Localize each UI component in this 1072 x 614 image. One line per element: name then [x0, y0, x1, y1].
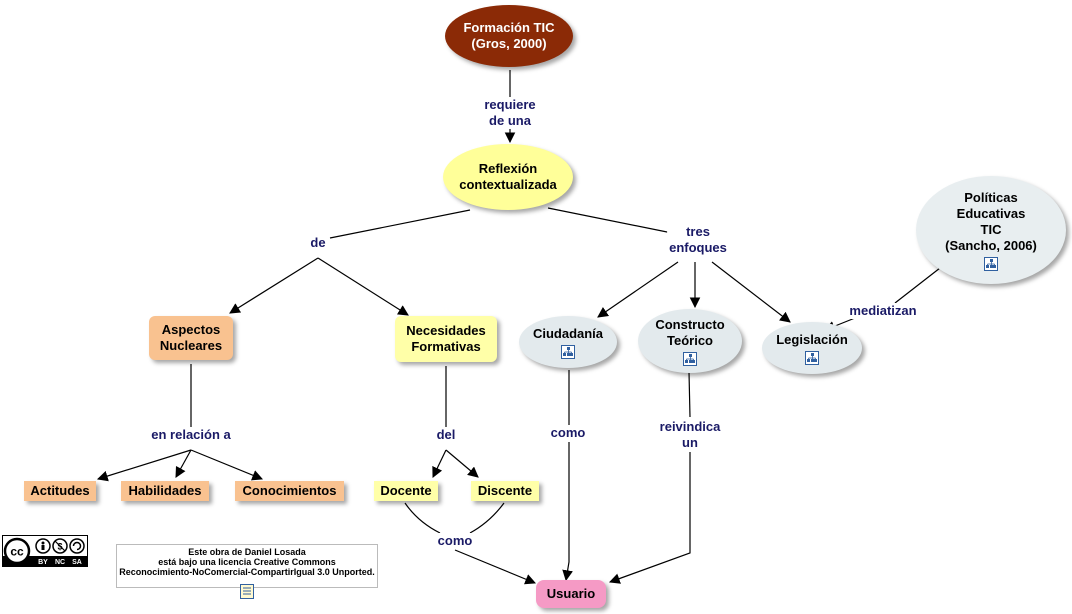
link-como-ciudadania: como: [548, 425, 588, 441]
ciudadania-line1: Ciudadanía: [532, 325, 604, 341]
line-docente-como: [404, 502, 441, 534]
docente-node[interactable]: Docente: [374, 481, 438, 501]
link-requiere: requiere de una: [482, 97, 538, 129]
line-reflexion-de: [329, 209, 471, 239]
politicas-node[interactable]: Políticas Educativas TIC (Sancho, 2006): [916, 176, 1066, 284]
line-enfoques-ciudadania: [597, 261, 679, 318]
license-line3: Reconocimiento-NoComercial-CompartirIgua…: [119, 567, 375, 577]
line-enfoques-legislacion: [711, 261, 791, 323]
line-reflexion-enfoques: [547, 207, 673, 234]
license-note: Este obra de Daniel Losada está bajo una…: [116, 544, 378, 588]
line-del-docente: [432, 449, 447, 478]
formacion-tic-node[interactable]: Formación TIC (Gros, 2000): [445, 5, 573, 67]
link-requiere-line1: requiere: [484, 97, 536, 112]
reflexion-line2: contextualizada: [459, 177, 557, 192]
link-de: de: [308, 235, 328, 251]
aspectos-line1: Aspectos: [161, 322, 221, 337]
line-relacion-conocimientos: [190, 449, 263, 481]
document-icon[interactable]: [240, 584, 254, 599]
line-constructo-reivindica: [688, 371, 691, 418]
link-del: del: [434, 427, 458, 443]
concept-map-icon[interactable]: [561, 344, 575, 359]
habilidades-node[interactable]: Habilidades: [121, 481, 209, 501]
politicas-line2: Educativas: [956, 205, 1026, 221]
conocimientos-node[interactable]: Conocimientos: [235, 481, 344, 501]
politicas-line1: Políticas: [964, 189, 1018, 205]
discente-node[interactable]: Discente: [471, 481, 539, 501]
line-del-discente: [445, 449, 479, 478]
concept-map-icon[interactable]: [805, 350, 819, 365]
line-de-necesidades: [317, 257, 409, 316]
formacion-line2: (Gros, 2000): [471, 36, 547, 51]
link-mediatizan: mediatizan: [847, 303, 919, 319]
politicas-line3: TIC: [980, 221, 1002, 237]
legislacion-node[interactable]: Legislación: [762, 322, 862, 374]
license-line1: Este obra de Daniel Losada: [188, 547, 306, 557]
link-reivindica: reivindica un: [657, 419, 723, 451]
concept-map-icon[interactable]: [683, 351, 697, 366]
link-requiere-line2: de una: [489, 113, 531, 128]
creative-commons-badge[interactable]: cc $ BY NC SA: [2, 535, 88, 567]
aspectos-node[interactable]: Aspectos Nucleares: [149, 316, 233, 360]
necesidades-node[interactable]: Necesidades Formativas: [395, 316, 497, 362]
ciudadania-node[interactable]: Ciudadanía: [519, 316, 617, 368]
link-en-relacion: en relación a: [149, 427, 233, 443]
line-de-aspectos: [229, 257, 319, 314]
usuario-node[interactable]: Usuario: [536, 580, 606, 608]
line-como-usuario-2: [562, 442, 573, 582]
necesidades-line2: Formativas: [411, 339, 481, 354]
reflexion-line1: Reflexión: [478, 161, 538, 176]
aspectos-line2: Nucleares: [159, 338, 223, 353]
legislacion-line1: Legislación: [776, 331, 848, 347]
link-tres-enfoques: tres enfoques: [667, 224, 729, 256]
politicas-line4: (Sancho, 2006): [945, 237, 1037, 253]
line-discente-como: [469, 502, 505, 534]
cc-term-sa: SA: [72, 559, 82, 566]
concept-map-icon[interactable]: [984, 256, 998, 271]
link-enfoques-line1: tres: [686, 224, 710, 239]
line-relacion-actitudes: [96, 449, 192, 482]
link-reivindica-line1: reivindica: [659, 419, 721, 434]
line-reivindica-usuario: [608, 452, 691, 584]
line-como-usuario: [454, 549, 536, 585]
cc-term-by: BY: [38, 559, 48, 566]
necesidades-line1: Necesidades: [406, 323, 486, 338]
formacion-line1: Formación TIC: [463, 20, 555, 35]
link-enfoques-line2: enfoques: [669, 240, 727, 255]
cc-by-nc-sa-icon: cc $ BY NC SA: [3, 536, 87, 566]
reflexion-node[interactable]: Reflexión contextualizada: [443, 144, 573, 210]
license-line2: está bajo una licencia Creative Commons: [158, 557, 336, 567]
line-relacion-habilidades: [175, 449, 192, 478]
constructo-line2: Teórico: [667, 332, 713, 348]
constructo-node[interactable]: Constructo Teórico: [638, 309, 742, 373]
constructo-line1: Constructo: [655, 316, 725, 332]
link-reivindica-line2: un: [682, 435, 698, 450]
link-como-docente: como: [435, 533, 475, 549]
cc-mark: cc: [10, 545, 24, 559]
cc-term-nc: NC: [55, 559, 65, 566]
line-politicas-mediatizan: [894, 267, 941, 304]
actitudes-node[interactable]: Actitudes: [24, 481, 96, 501]
